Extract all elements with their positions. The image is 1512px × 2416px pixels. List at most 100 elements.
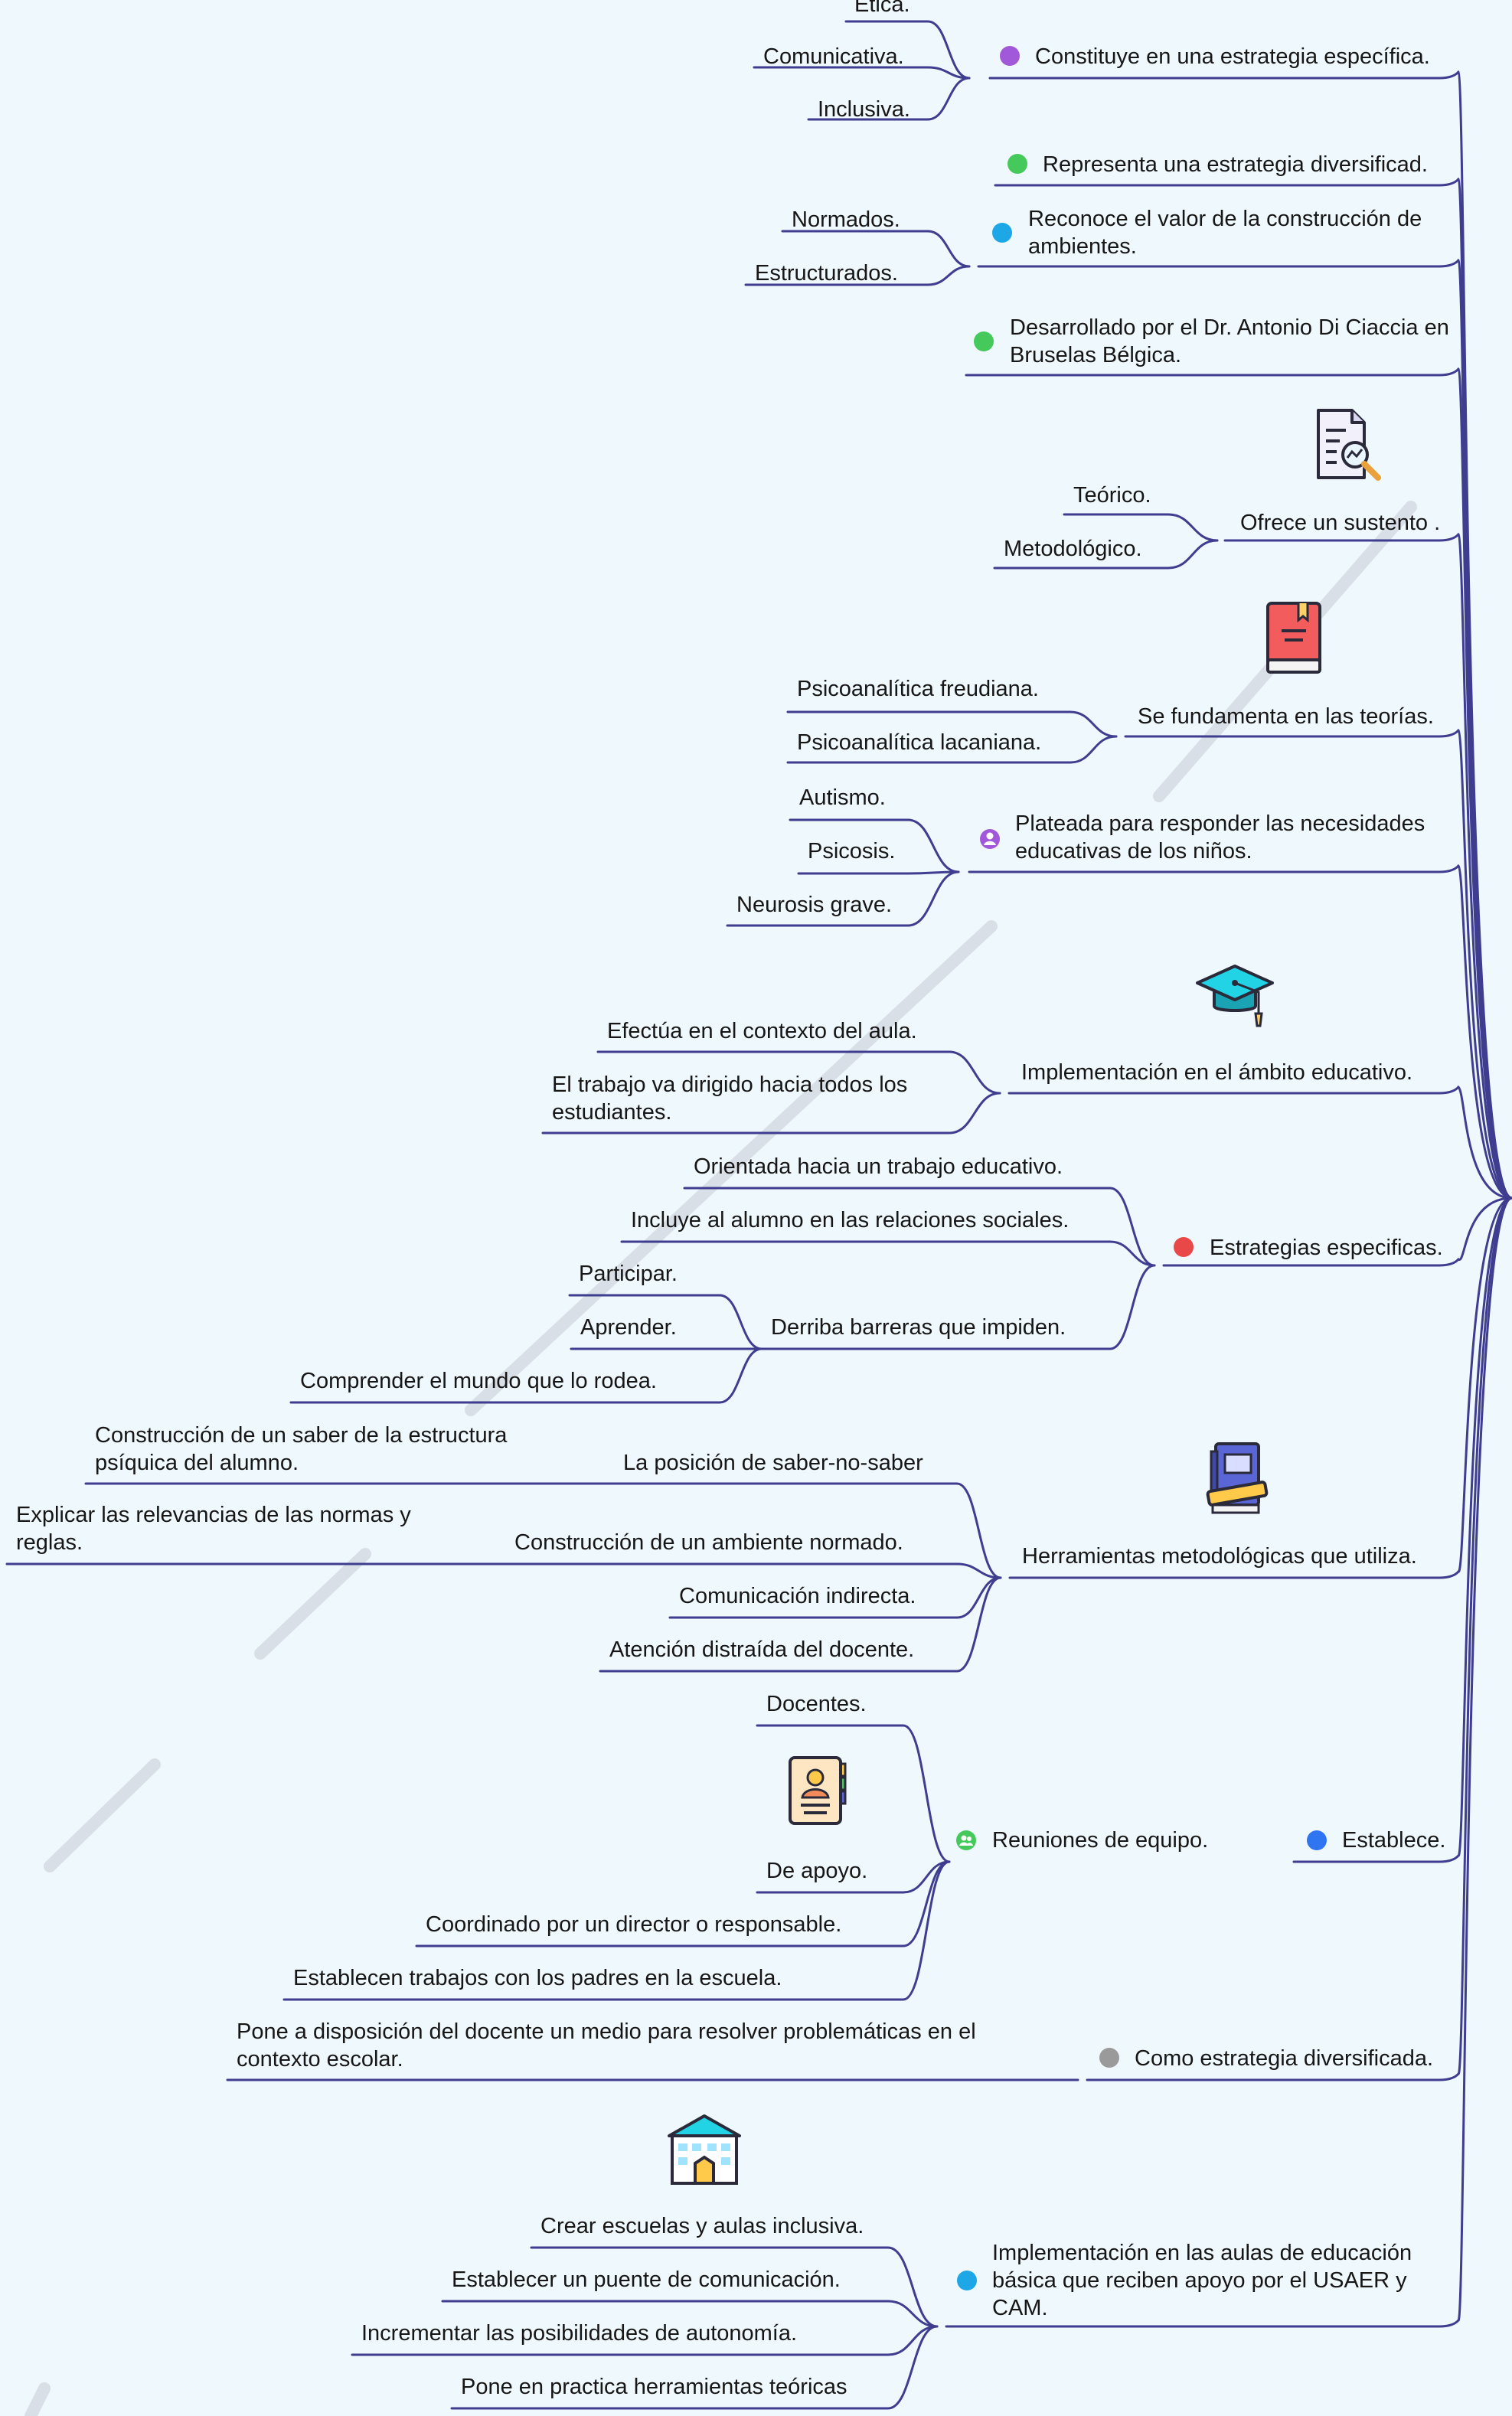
leaf-connector-16 [620,1240,1156,1267]
leaf-connector-4 [781,230,971,268]
leaf-comprender: Comprender el mundo que lo rodea. [300,1369,657,1393]
leaf-incluye: Incluye al alumno en las relaciones soci… [631,1208,1070,1232]
leaf-herramientas-teoricas: Pone en practica herramientas teóricas [461,2375,847,2399]
leaf-connector-33 [441,2300,939,2328]
leaf-aprender: Aprender. [580,1315,677,1340]
leaf-de-apoyo: De apoyo. [766,1859,868,1883]
trunk-connector-4 [965,367,1512,1200]
watermark-stroke [254,1548,371,1660]
leaf-trabajo: El trabajo va dirigido hacia todos los e… [552,1073,908,1125]
leaf-metodologico: Metodológico. [1004,537,1142,561]
blue-book-icon [1206,1442,1269,1514]
leaf-connector-17 [760,1264,1156,1350]
leaf-connector-30 [282,1860,951,2001]
leaf-connector-13 [596,1050,1001,1095]
leaf-connector-8 [786,710,1118,738]
leaf-connector-7 [993,539,1219,570]
leaf-connector-3 [807,77,971,121]
leaf-comunicacion: Comunicación indirecta. [679,1584,916,1608]
trunk-connector-3 [977,258,1512,1200]
leaf-etica: Ética. [854,0,910,17]
branch-implementacion: Implementación en el ámbito educativo. [1021,1060,1413,1085]
leaf-comunicativa: Comunicativa. [763,44,904,69]
watermark-stroke [465,920,998,1416]
trunk-connector-9 [1162,1197,1512,1267]
leaf-connector-23 [668,1576,1002,1619]
leaf-connector-6 [1063,513,1219,542]
leaf-connector-20 [289,1347,763,1404]
leaf-neurosis: Neurosis grave. [736,893,893,917]
leaf-connector-11 [797,870,960,875]
leaf-crear-escuelas: Crear escuelas y aulas inclusiva. [540,2214,864,2238]
leaf-padres: Establecen trabajos con los padres en la… [293,1966,782,1990]
team-icon [956,1830,976,1850]
trunk-connector-6 [1124,728,1512,1200]
branch-constituye: Constituye en una estrategia específica. [1035,44,1430,69]
leaf-pone-disposicion: Pone a disposición del docente un medio … [237,2019,976,2072]
leaf-connector-24 [599,1576,1002,1673]
leaf-teorico: Teórico. [1073,483,1151,508]
branch-reconoce: Reconoce el valor de la construcción de … [1028,207,1422,259]
branch-representa: Representa una estrategia diversificad. [1043,152,1428,177]
leaf-connector-10 [789,818,960,873]
royal-blue-dot-icon [1307,1830,1327,1850]
leaf-connector-1 [844,20,971,80]
branch-fundamenta: Se fundamenta en las teorías. [1138,704,1434,729]
trunk-connector-5 [1223,532,1512,1200]
leaf-connector-29 [415,1860,951,1947]
leaf-inclusiva: Inclusiva. [818,97,910,122]
leaf-connector-35 [450,2325,939,2410]
branch-herramientas: Herramientas metodológicas que utiliza. [1022,1544,1417,1569]
leaf-participar: Participar. [579,1262,678,1286]
red-dot-icon [1174,1237,1194,1257]
leaf-orientada: Orientada hacia un trabajo educativo. [694,1154,1063,1179]
leaf-connector-28 [756,1860,951,1894]
person-icon [980,829,1000,849]
leaf-connector-9 [786,735,1118,764]
leaf-autismo: Autismo. [799,785,886,810]
purple-dot-icon [1000,46,1020,66]
leaf-connector-2 [753,66,971,80]
leaf-posicion: La posición de saber-no-saber [623,1451,923,1475]
leaf-psicosis: Psicosis. [808,839,896,864]
gray-dot-icon [1099,2048,1119,2068]
blue-dot-icon [957,2271,977,2290]
leaf-autonomia: Incrementar las posibilidades de autonom… [361,2321,798,2346]
trunk-connector-7 [968,864,1512,1200]
leaf-connector-5 [744,265,971,286]
green-dot-icon [1007,154,1027,174]
leaf-connector-14 [541,1092,1001,1135]
leaf-connector-15 [683,1187,1156,1267]
leaf-connector-32 [530,2246,939,2328]
graduation-cap-icon [1196,965,1274,1027]
leaf-connector-18 [568,1294,763,1350]
leaf-coordinado: Coordinado por un director o responsable… [426,1912,842,1937]
trunk-connector-10 [1008,1197,1512,1579]
leaf-docentes: Docentes. [766,1692,867,1716]
leaf-efectua: Efectúa en el contexto del aula. [607,1019,917,1043]
leaf-connector-22 [504,1562,1002,1579]
leaf-lacaniana: Psicoanalítica lacaniana. [797,730,1042,755]
leaf-explicar: Explicar las relevancias de las normas y… [16,1503,411,1555]
leaf-connector-34 [351,2325,939,2356]
trunk-connector-13 [945,1197,1512,2328]
contact-card-icon [789,1756,847,1825]
leaf-freudiana: Psicoanalítica freudiana. [797,677,1039,701]
leaf-derriba: Derriba barreras que impiden. [771,1315,1066,1340]
blue-dot-icon [992,223,1012,243]
branch-estrategias: Estrategias especificas. [1210,1236,1443,1260]
leaf-ambiente-normado: Construcción de un ambiente normado. [514,1530,903,1555]
watermark-stroke [44,1758,161,1872]
leaf-puente: Establecer un puente de comunicación. [452,2267,841,2292]
mid-reuniones: Reuniones de equipo. [992,1828,1209,1853]
trunk-connector-12 [1086,1197,1512,2081]
red-book-icon [1266,602,1321,674]
branch-desarrollado: Desarrollado por el Dr. Antonio Di Ciacc… [1010,315,1449,367]
leaf-atencion: Atención distraída del docente. [609,1637,915,1662]
branch-implementacion-aulas: Implementación en las aulas de educación… [992,2241,1412,2320]
leaf-construccion-saber: Construcción de un saber de la estructur… [95,1423,508,1475]
branch-como-estrategia: Como estrategia diversificada. [1135,2046,1434,2071]
leaf-normados: Normados. [792,207,900,232]
